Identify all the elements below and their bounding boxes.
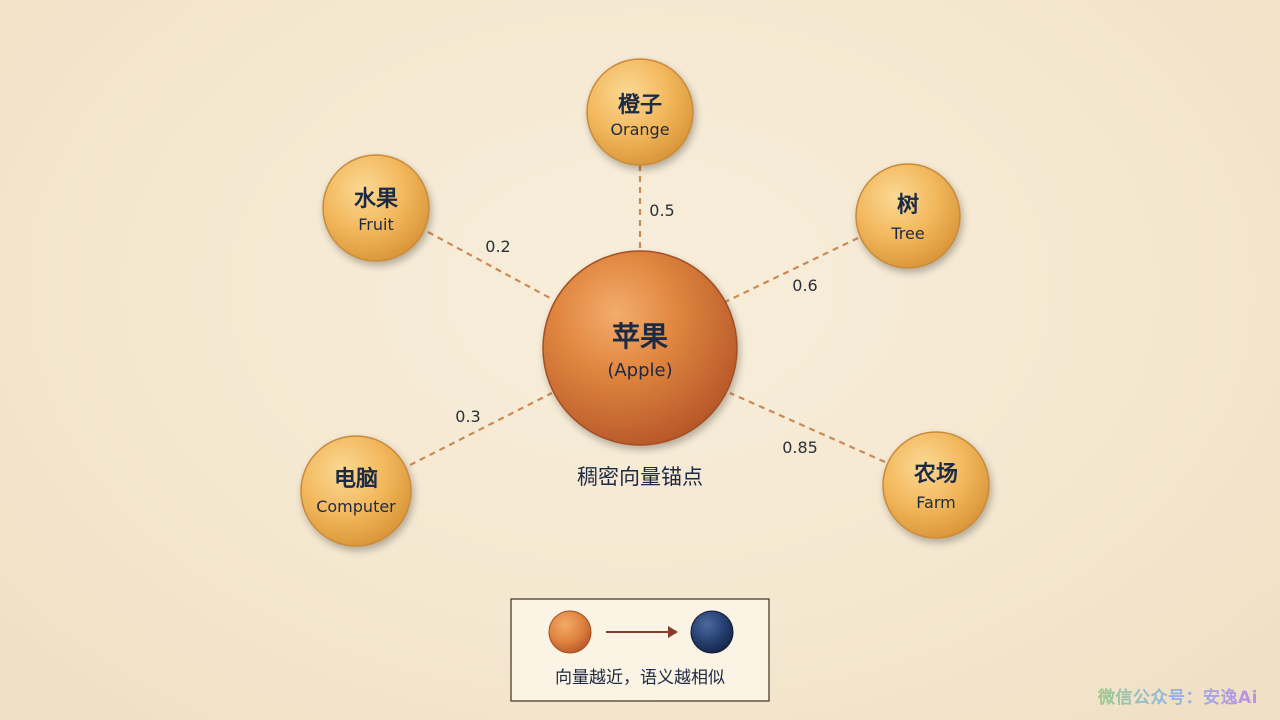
node-fruit-subtitle: Fruit [358,215,393,234]
weight-label-farm: 0.85 [782,438,818,457]
center-node-title: 苹果 [612,320,668,353]
node-farm-title: 农场 [913,461,958,487]
node-fruit: 水果 Fruit [322,154,430,262]
watermark: 微信公众号：安逸Ai [1098,683,1258,708]
connector-lines [409,165,886,466]
weight-label-computer: 0.3 [455,407,480,426]
node-computer-subtitle: Computer [316,497,396,516]
node-computer-title: 电脑 [334,466,378,492]
center-caption: 稠密向量锚点 [577,465,703,489]
legend-arrow-head [668,626,678,638]
node-orange: 橙子 Orange [586,58,694,166]
connector-computer [409,392,553,466]
legend-caption: 向量越近，语义越相似 [555,668,725,688]
node-farm: 农场 Farm [882,431,990,539]
connector-tree [724,237,859,303]
node-computer: 电脑 Computer [300,435,412,547]
node-tree: 树 Tree [855,163,961,269]
node-orange-title: 橙子 [618,93,662,118]
node-orange-subtitle: Orange [610,120,669,139]
legend-blue-dot [690,610,734,654]
connector-fruit [427,231,551,299]
node-farm-subtitle: Farm [916,493,955,512]
legend-orange-dot [548,610,592,654]
center-node-apple: 苹果 (Apple) [542,250,738,446]
node-tree-subtitle: Tree [890,224,924,243]
node-fruit-title: 水果 [354,187,398,212]
weight-label-fruit: 0.2 [485,237,510,256]
weight-label-orange: 0.5 [649,201,674,220]
center-node-subtitle: (Apple) [607,360,672,381]
weight-label-tree: 0.6 [792,276,817,295]
node-tree-title: 树 [897,192,919,218]
legend-box: 向量越近，语义越相似 [510,598,770,702]
